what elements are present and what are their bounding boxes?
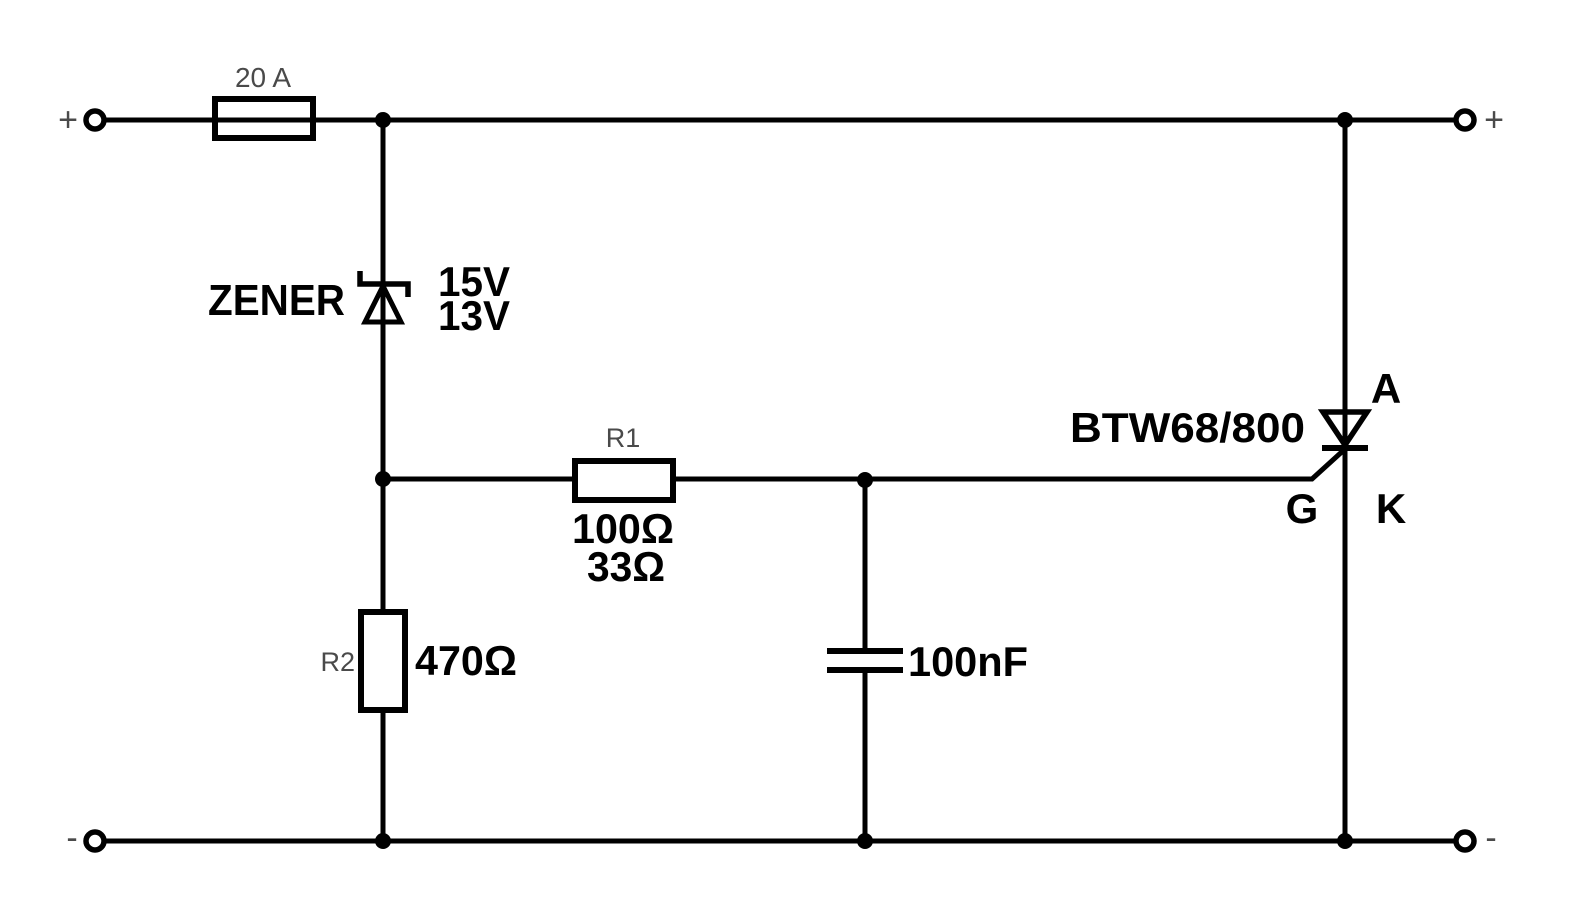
thyristor-part-label: BTW68/800 (1070, 404, 1305, 451)
junction-dot (1337, 112, 1353, 128)
wires (104, 117, 1456, 844)
r1-value-alt-label: 33Ω (587, 543, 665, 590)
r2-ref-label: R2 (320, 647, 355, 677)
junction-dot (857, 833, 873, 849)
terminals (83, 108, 1477, 853)
zener-diode-symbol (357, 271, 411, 325)
fuse-rating-label: 20 A (235, 62, 291, 93)
plus-sign-right: + (1484, 101, 1504, 139)
cathode-label: K (1376, 485, 1406, 532)
junction-dot (375, 112, 391, 128)
gate-wire (383, 447, 1347, 482)
minus-sign-left: - (66, 819, 77, 857)
r1-ref-label: R1 (606, 423, 641, 453)
capacitor-value-label: 100nF (908, 638, 1028, 685)
resistor-r1-symbol (572, 458, 676, 503)
zener-voltage-primary-label: 15V (438, 258, 510, 305)
thyristor-triangle (1317, 409, 1373, 450)
zener-name-label: ZENER (208, 276, 345, 325)
plus-sign-left: + (58, 101, 78, 139)
positive-terminal-right (1453, 108, 1477, 132)
junction-dots (375, 112, 1353, 849)
resistor-r2-symbol (358, 609, 408, 713)
thyristor-symbol (1317, 409, 1373, 451)
junction-dot (375, 833, 391, 849)
zener-triangle (360, 280, 406, 325)
negative-terminal-right (1453, 829, 1477, 853)
zener-voltage-alt-label: 13V (438, 292, 510, 339)
positive-terminal-left (83, 108, 107, 132)
negative-terminal-left (83, 829, 107, 853)
fuse-symbol (212, 96, 316, 141)
minus-sign-right: - (1485, 819, 1496, 857)
r1-value-primary-label: 100Ω (572, 505, 674, 552)
junction-dot (375, 471, 391, 487)
capacitor-symbol (827, 648, 903, 673)
anode-label: A (1371, 365, 1401, 412)
r2-value-label: 470Ω (415, 637, 517, 684)
junction-dot (1337, 833, 1353, 849)
junction-dot (857, 472, 873, 488)
gate-label: G (1286, 485, 1319, 532)
